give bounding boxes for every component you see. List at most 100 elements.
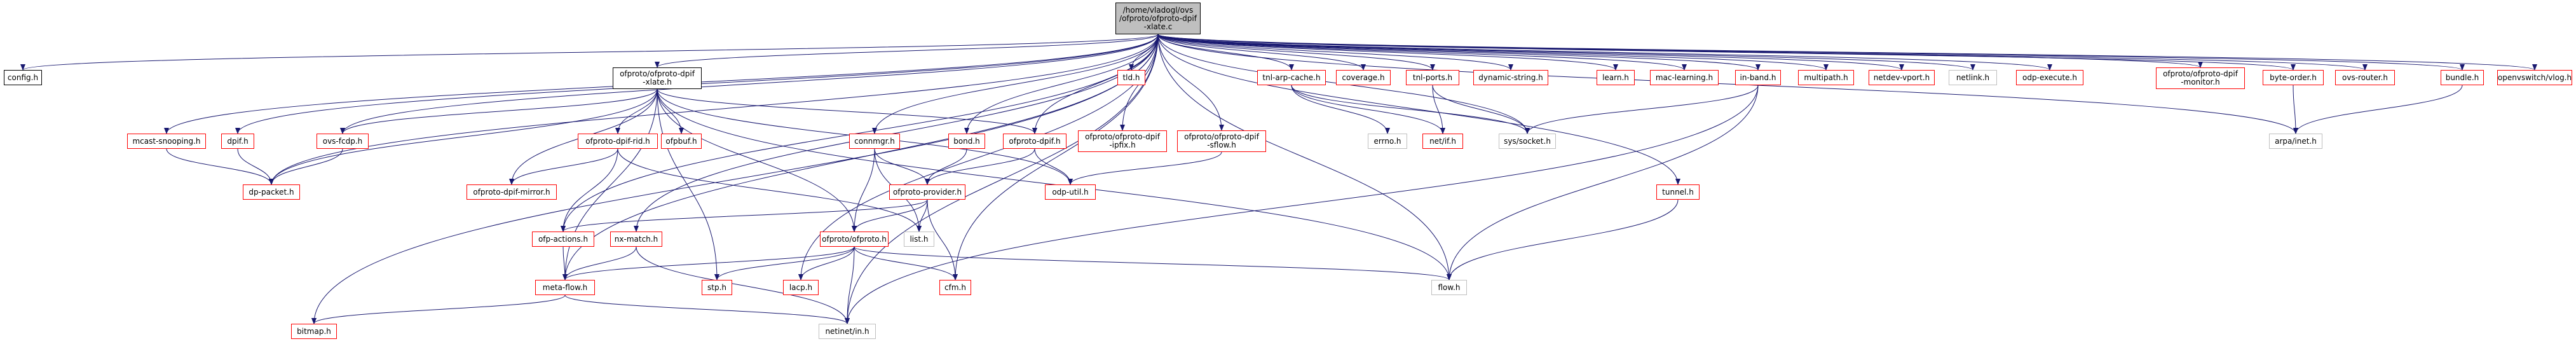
edge-root-file-to-tnl-ports-h xyxy=(1157,34,1435,71)
edge-ofproto-provider-h-to-ofproto-ofproto-h xyxy=(852,199,928,232)
bond-h-node[interactable]: bond.h xyxy=(948,134,985,149)
meta-flow-h-node[interactable]: meta-flow.h xyxy=(535,280,595,295)
edge-ofproto-ofproto-h-to-flow-h xyxy=(854,246,1452,280)
bitmap-h-node[interactable]: bitmap.h xyxy=(291,324,337,339)
odp-execute-h-node[interactable]: odp-execute.h xyxy=(2016,70,2083,85)
edge-ofproto-ofproto-h-to-lacp-h xyxy=(798,246,855,280)
ofproto-ofproto-h-node[interactable]: ofproto/ofproto.h xyxy=(820,232,889,247)
edge-ofp-actions-h-to-meta-flow-h xyxy=(562,246,568,280)
edge-tunnel-h-to-flow-h xyxy=(1447,199,1679,280)
multipath-h-node[interactable]: multipath.h xyxy=(1798,70,1854,85)
edge-root-file-to-flow-h xyxy=(1157,34,1452,280)
edge-root-file-to-tunnel-h xyxy=(1157,34,1680,185)
edge-in-band-h-to-netinet-in-h xyxy=(845,85,1759,324)
dp-packet-h-node[interactable]: dp-packet.h xyxy=(243,184,300,200)
netinet-in-h-node[interactable]: netinet/in.h xyxy=(819,324,876,339)
ofproto-dpif-monitor-h-node[interactable]: ofproto/ofproto-dpif -monitor.h xyxy=(2156,67,2245,89)
ofproto-dpif-rid-h-node[interactable]: ofproto-dpif-rid.h xyxy=(578,134,658,149)
edge-root-file-to-bundle-h xyxy=(1157,34,2465,71)
edge-root-file-to-learn-h xyxy=(1157,34,1618,71)
root-file-node[interactable]: /home/vladogl/ovs /ofproto/ofproto-dpif … xyxy=(1115,3,1201,34)
edge-root-file-to-openvswitch-vlog-h xyxy=(1157,34,2537,71)
edge-ofproto-dpif-rid-h-to-ofp-actions-h xyxy=(561,148,618,232)
mac-learning-h-node[interactable]: mac-learning.h xyxy=(1650,70,1719,85)
dynamic-string-h-node[interactable]: dynamic-string.h xyxy=(1473,70,1548,85)
edge-ofproto-provider-h-to-list-h xyxy=(917,199,928,232)
openvswitch-vlog-h-node[interactable]: openvswitch/vlog.h xyxy=(2497,70,2572,85)
dependency-edges xyxy=(20,34,2537,324)
edge-meta-flow-h-to-netinet-in-h xyxy=(564,294,850,324)
edge-ofproto-provider-h-to-ofp-actions-h xyxy=(561,199,928,232)
edge-ofproto-dpif-rid-h-to-list-h xyxy=(617,148,922,232)
ofp-actions-h-node[interactable]: ofp-actions.h xyxy=(532,232,594,247)
stp-h-node[interactable]: stp.h xyxy=(702,280,732,295)
edge-nx-match-h-to-meta-flow-h xyxy=(562,246,637,280)
edge-ofproto-ofproto-h-to-cfm-h xyxy=(854,246,958,280)
ovs-fcdp-h-node[interactable]: ovs-fcdp.h xyxy=(317,134,369,149)
in-band-h-node[interactable]: in-band.h xyxy=(1735,70,1781,85)
edge-tnl-ports-h-to-net-if-h xyxy=(1432,85,1445,134)
ofproto-dpif-h-node[interactable]: ofproto-dpif.h xyxy=(1003,134,1067,149)
ofproto-dpif-xlate-h-node[interactable]: ofproto/ofproto-dpif -xlate.h xyxy=(613,67,702,89)
ofpbuf-h-node[interactable]: ofpbuf.h xyxy=(661,134,702,149)
edge-root-file-to-mac-learning-h xyxy=(1157,34,1687,71)
edge-connmgr-h-to-ofproto-provider-h xyxy=(874,148,930,185)
odp-util-h-node[interactable]: odp-util.h xyxy=(1045,184,1096,200)
cfm-h-node[interactable]: cfm.h xyxy=(939,280,971,295)
edge-ovs-fcdp-h-to-dp-packet-h xyxy=(269,148,343,185)
config-h-node[interactable]: config.h xyxy=(4,70,42,85)
netlink-h-node[interactable]: netlink.h xyxy=(1949,70,1997,85)
edge-connmgr-h-to-ofproto-ofproto-h xyxy=(852,148,875,232)
edge-ofproto-dpif-xlate-h-to-dp-packet-h xyxy=(269,88,658,185)
tnl-arp-cache-h-node[interactable]: tnl-arp-cache.h xyxy=(1257,70,1326,85)
errno-h-node[interactable]: errno.h xyxy=(1368,134,1407,149)
sys-socket-h-node[interactable]: sys/socket.h xyxy=(1499,134,1556,149)
arpa-inet-h-node[interactable]: arpa/inet.h xyxy=(2269,134,2322,149)
edge-root-file-to-bond-h xyxy=(964,34,1159,134)
edge-root-file-to-ofproto-dpif-xlate-h xyxy=(655,34,1159,68)
edge-tnl-ports-h-to-sys-socket-h xyxy=(1432,85,1530,134)
flow-h-node[interactable]: flow.h xyxy=(1431,280,1467,295)
edge-ofproto-dpif-xlate-h-to-ofproto-ofproto-h xyxy=(657,88,857,232)
coverage-h-node[interactable]: coverage.h xyxy=(1336,70,1391,85)
learn-h-node[interactable]: learn.h xyxy=(1597,70,1635,85)
ofproto-dpif-mirror-h-node[interactable]: ofproto-dpif-mirror.h xyxy=(467,184,557,200)
list-h-node[interactable]: list.h xyxy=(904,232,934,247)
tnl-ports-h-node[interactable]: tnl-ports.h xyxy=(1406,70,1459,85)
edge-ofproto-dpif-xlate-h-to-ofproto-dpif-h xyxy=(657,88,1037,134)
ovs-router-h-node[interactable]: ovs-router.h xyxy=(2335,70,2395,85)
edge-ofproto-dpif-xlate-h-to-ovs-fcdp-h xyxy=(340,88,658,134)
ofproto-provider-h-node[interactable]: ofproto-provider.h xyxy=(889,184,965,200)
mcast-snooping-h-node[interactable]: mcast-snooping.h xyxy=(127,134,206,149)
edge-in-band-h-to-sys-socket-h xyxy=(1525,85,1759,134)
edge-bond-h-to-ofproto-provider-h xyxy=(925,148,967,185)
edge-ofproto-provider-h-to-cfm-h xyxy=(927,199,958,280)
edge-tnl-arp-cache-h-to-sys-socket-h xyxy=(1291,85,1530,134)
edge-root-file-to-coverage-h xyxy=(1157,34,1366,71)
edge-root-file-to-arpa-inet-h xyxy=(1157,34,2298,134)
tunnel-h-node[interactable]: tunnel.h xyxy=(1656,184,1700,200)
connmgr-h-node[interactable]: connmgr.h xyxy=(849,134,900,149)
dpif-h-node[interactable]: dpif.h xyxy=(221,134,254,149)
edge-tnl-arp-cache-h-to-errno-h xyxy=(1291,85,1390,134)
bundle-h-node[interactable]: bundle.h xyxy=(2441,70,2484,85)
nx-match-h-node[interactable]: nx-match.h xyxy=(610,232,662,247)
edge-root-file-to-multipath-h xyxy=(1157,34,1829,71)
edge-dpif-h-to-dp-packet-h xyxy=(237,148,274,185)
edge-ofproto-dpif-xlate-h-to-stp-h xyxy=(657,88,719,280)
edge-root-file-to-ovs-fcdp-h xyxy=(340,34,1159,134)
tld-h-node[interactable]: tld.h xyxy=(1117,70,1145,85)
netdev-vport-h-node[interactable]: netdev-vport.h xyxy=(1869,70,1935,85)
byte-order-h-node[interactable]: byte-order.h xyxy=(2263,70,2324,85)
ofproto-dpif-ipfix-h-node[interactable]: ofproto/ofproto-dpif -ipfix.h xyxy=(1078,130,1167,152)
lacp-h-node[interactable]: lacp.h xyxy=(783,280,819,295)
edge-root-file-to-netlink-h xyxy=(1157,34,1975,71)
ofproto-dpif-sflow-h-node[interactable]: ofproto/ofproto-dpif -sflow.h xyxy=(1177,130,1266,152)
edge-ofproto-dpif-sflow-h-to-odp-util-h xyxy=(1068,151,1222,185)
edge-root-file-to-bitmap-h xyxy=(311,34,1159,324)
edge-nx-match-h-to-netinet-in-h xyxy=(636,246,850,324)
edge-ofproto-dpif-h-to-ofproto-provider-h xyxy=(925,148,1035,185)
net-if-h-node[interactable]: net/if.h xyxy=(1422,134,1463,149)
edge-root-file-to-cfm-h xyxy=(953,34,1159,280)
